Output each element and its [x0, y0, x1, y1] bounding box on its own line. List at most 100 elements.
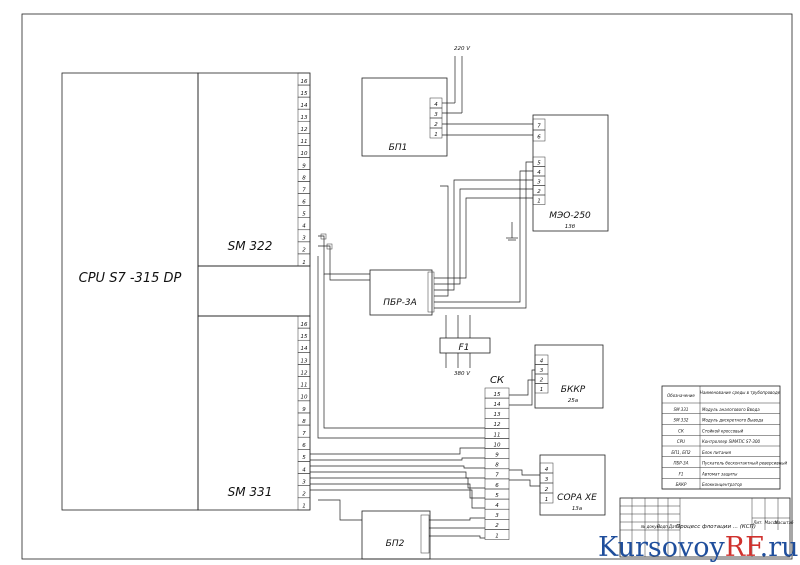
sm331-terminal-cell	[297, 497, 311, 511]
sm331-terminal-number: 15	[301, 334, 308, 340]
sm322-terminal-number: 14	[301, 103, 308, 109]
legend-row-name: Стойкой кроссовый	[702, 428, 744, 433]
sm322-terminal-cell	[297, 253, 311, 267]
ck-terminal-number: 8	[495, 463, 499, 469]
sm322-terminal-number: 9	[302, 163, 306, 169]
cpu-label: CPU S7 -315 DP	[79, 271, 182, 286]
sora-sublabel: 13а	[572, 506, 583, 512]
sm331-terminal-number: 12	[301, 370, 308, 376]
legend-row-name: Модуль дискретного Вывода	[702, 418, 764, 423]
ck-label: СК	[490, 375, 505, 386]
sm322-terminal-number: 13	[301, 115, 308, 121]
sm331-terminal-number: 3	[302, 479, 306, 485]
sm331-terminal-number: 2	[302, 492, 306, 498]
bp1-terminal-number: 4	[434, 102, 438, 108]
meo-terminal-number: 1	[537, 198, 541, 204]
bp1-label: БП1	[389, 143, 408, 153]
bp1-terminal-number: 3	[434, 112, 438, 118]
title-col-date: Дата	[668, 524, 680, 529]
sm322-terminal-number: 7	[302, 187, 306, 193]
ck-terminal-number: 14	[494, 402, 501, 408]
meo-terminal-number: 3	[537, 179, 541, 185]
legend-row-name: Автомат защиты	[701, 471, 737, 476]
watermark-part-rf: RF	[725, 532, 763, 563]
ck-terminal-number: 11	[494, 432, 501, 438]
legend-row-name: Блокконцентратор	[702, 482, 743, 487]
sm331-terminal-number: 14	[301, 346, 308, 352]
bp1-terminal-number: 2	[434, 122, 438, 128]
f1-label: F1	[459, 343, 470, 353]
ck-terminal-number: 12	[494, 422, 501, 428]
bp1-terminal-number: 1	[434, 132, 438, 138]
legend-row-name: Контроллер SIMATIC S7-300	[702, 439, 761, 444]
sm331-terminal-number: 16	[301, 322, 308, 328]
sm331-terminal-number: 8	[302, 419, 306, 425]
meo-terminal-number: 2	[537, 189, 541, 195]
sheet-frame	[21, 13, 793, 560]
ck-terminal-number: 7	[495, 473, 499, 479]
sora-terminal-cell	[539, 492, 554, 504]
sm331-terminal-number: 4	[302, 467, 306, 473]
sheet-col-scale: Масштаб	[774, 520, 794, 525]
sm331-to-ck-wire	[310, 457, 485, 461]
ck-terminal-number: 4	[495, 503, 499, 509]
ck-terminal-number: 5	[495, 493, 499, 499]
legend-header-name: Наименование среды в трубопроводе	[700, 390, 781, 395]
sm322-terminal-number: 5	[302, 212, 306, 218]
watermark-part-ru: .ru	[760, 532, 799, 563]
watermark: KursovoyRF.ru	[598, 532, 799, 563]
sm331-terminal-number: 7	[302, 431, 306, 437]
sm322-terminal-number: 12	[301, 127, 308, 133]
bp2-label: БП2	[386, 539, 405, 549]
legend-row-code: СК	[678, 428, 684, 433]
title-block: № докум. Подп. Дата Процесс флотации ...…	[619, 497, 794, 558]
meo-terminal-number: 6	[537, 135, 541, 141]
sm331-terminal-number: 10	[301, 395, 308, 401]
sm331-terminal-number: 5	[302, 455, 306, 461]
drawing-title: Процесс флотации ... (КСП)	[676, 524, 756, 530]
ck-terminal-number: 9	[495, 453, 499, 459]
sora-terminal-number: 3	[545, 477, 549, 483]
legend-header-code: Обозначение	[667, 393, 695, 398]
ck-terminal-number: 3	[495, 513, 499, 519]
sm322-terminal-number: 10	[301, 151, 308, 157]
f1-block	[439, 337, 491, 354]
bkkr-terminal-number: 1	[540, 387, 544, 393]
legend-row-code: F1	[679, 471, 684, 476]
ck-terminal-cell	[484, 529, 510, 540]
legend-row-name: Пускатель бесконтактный реверсивный	[702, 461, 787, 466]
bkkr-terminal-number: 4	[540, 358, 544, 364]
legend-row-code: БККР	[676, 482, 687, 487]
legend-row-name: Блок питания	[702, 450, 732, 455]
legend-row-code: ПБР-3А	[674, 461, 689, 466]
pbr-label: ПБР-3А	[383, 298, 417, 308]
sm331-terminal-number: 13	[301, 358, 308, 364]
title-col-sign: Подп.	[657, 524, 669, 529]
legend-row-code: CPU	[677, 439, 685, 444]
bkkr-label: БККР	[561, 385, 586, 395]
sora-terminal-number: 4	[545, 467, 549, 473]
meo-label: МЭО-250	[549, 211, 591, 221]
sm322-terminal-number: 8	[302, 175, 306, 181]
sm322-terminal-number: 3	[302, 236, 306, 242]
sm322-terminal-number: 4	[302, 224, 306, 230]
supply-220-label: 220 V	[454, 46, 471, 52]
ck-terminal-number: 1	[495, 533, 499, 539]
meo-sublabel: 13б	[565, 224, 576, 230]
ck-terminal-number: 13	[494, 412, 501, 418]
meo-terminal-cell	[532, 194, 546, 205]
bkkr-terminal-cell	[534, 383, 549, 394]
sm322-label: SM 322	[228, 239, 273, 253]
ck-terminal-number: 10	[494, 442, 501, 448]
sora-terminal-number: 2	[545, 487, 549, 493]
legend-row-code: SM 331	[674, 407, 689, 412]
legend-row-code: SM 332	[674, 418, 689, 423]
sm331-terminal-number: 11	[301, 383, 308, 389]
bp1-terminal-strip: 4 3 2 1	[429, 97, 443, 139]
bp1-terminal-cell	[429, 127, 443, 139]
legend-table: Обозначение Наименование среды в трубопр…	[661, 385, 787, 490]
